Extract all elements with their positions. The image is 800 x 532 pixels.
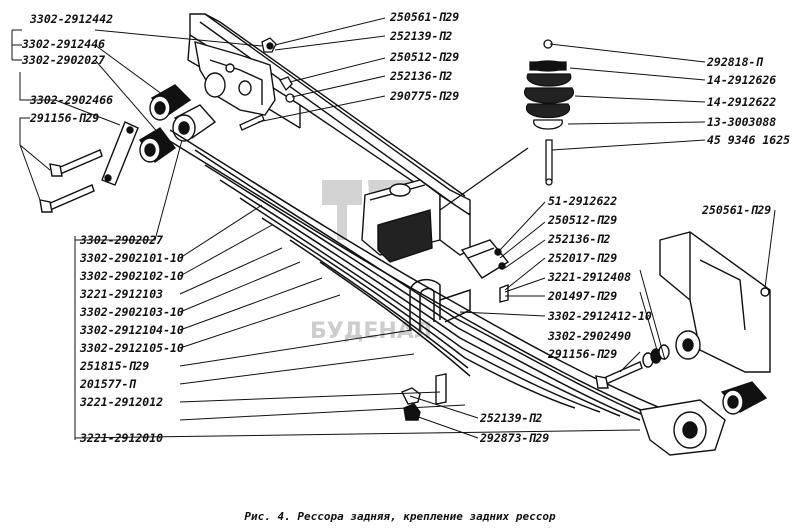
rear-bushing — [720, 381, 768, 415]
label-201497-p29: 201497-П29 — [547, 289, 617, 303]
label-45-9346-1625: 45 9346 1625 — [707, 133, 790, 147]
label-290775-p29: 290775-П29 — [389, 89, 459, 103]
figure-caption: Рис. 4. Рессора задняя, крепление задних… — [244, 510, 556, 523]
label-3302-2902103-10: 3302-2902103-10 — [79, 305, 184, 319]
label-3221-2912408: 3221-2912408 — [547, 270, 631, 284]
label-252139-p2-top: 252139-П2 — [389, 29, 452, 43]
label-292818-p: 292818-П — [706, 55, 763, 69]
label-250561-p29-top: 250561-П29 — [389, 10, 459, 24]
label-292873-p29: 292873-П29 — [479, 431, 549, 445]
front-bolts — [39, 149, 103, 213]
lower-fasteners — [401, 373, 447, 421]
label-252017-p29: 252017-П29 — [547, 251, 617, 265]
label-252136-p2-mid: 252136-П2 — [547, 232, 610, 246]
rear-shackle-bolt — [595, 344, 670, 389]
label-13-3003088: 13-3003088 — [707, 115, 776, 129]
clamp-plate — [460, 239, 510, 303]
label-3302-2902490: 3302-2902490 — [547, 329, 631, 343]
u-bolt — [409, 278, 471, 332]
label-3302-2912446: 3302-2912446 — [21, 37, 105, 51]
leaf-spring — [167, 129, 691, 431]
spring-rear-eye — [639, 399, 726, 456]
label-250512-p29-top: 250512-П29 — [389, 50, 459, 64]
label-3302-2902466: 3302-2902466 — [29, 93, 113, 107]
label-3302-2912104-10: 3302-2912104-10 — [79, 323, 184, 337]
label-250512-p29-mid: 250512-П29 — [547, 213, 617, 227]
label-201577-p: 201577-П — [79, 377, 136, 391]
label-3221-2912010: 3221-2912010 — [79, 431, 163, 445]
label-3221-2912103: 3221-2912103 — [79, 287, 163, 301]
label-3302-2912412-10: 3302-2912412-10 — [547, 309, 652, 323]
rubber-buffer — [523, 39, 575, 186]
label-3302-2902101-10: 3302-2902101-10 — [79, 251, 184, 265]
label-14-2912626: 14-2912626 — [707, 73, 776, 87]
label-250561-p29-right: 250561-П29 — [701, 203, 771, 217]
assembly-line — [439, 147, 529, 211]
part-labels: 3302-2912442 3302-2912446 3302-2902027 3… — [21, 10, 790, 445]
label-14-2912622: 14-2912622 — [707, 95, 776, 109]
rear-bracket — [659, 231, 771, 373]
label-3302-2912105-10: 3302-2912105-10 — [79, 341, 184, 355]
label-3302-2902102-10: 3302-2902102-10 — [79, 269, 184, 283]
bracket-fasteners — [239, 37, 295, 131]
label-51-2912622: 51-2912622 — [548, 194, 617, 208]
watermark-text: БУДЕНАЛ — [310, 319, 432, 344]
label-3221-2912012: 3221-2912012 — [79, 395, 163, 409]
leader-lines — [11, 17, 776, 440]
axle-pad — [361, 179, 441, 263]
label-291156-p29-right: 291156-П29 — [547, 347, 617, 361]
label-3302-2902027-left: 3302-2902027 — [79, 233, 163, 247]
label-3302-2902027-top: 3302-2902027 — [21, 53, 105, 67]
label-252139-p2-bottom: 252139-П2 — [479, 411, 542, 425]
label-252136-p2-top: 252136-П2 — [389, 69, 452, 83]
label-3302-2912442: 3302-2912442 — [29, 12, 113, 26]
label-291156-p29-left: 291156-П29 — [29, 111, 99, 125]
label-251815-p29: 251815-П29 — [79, 359, 149, 373]
front-bracket — [194, 41, 276, 116]
front-shackle — [101, 121, 139, 186]
